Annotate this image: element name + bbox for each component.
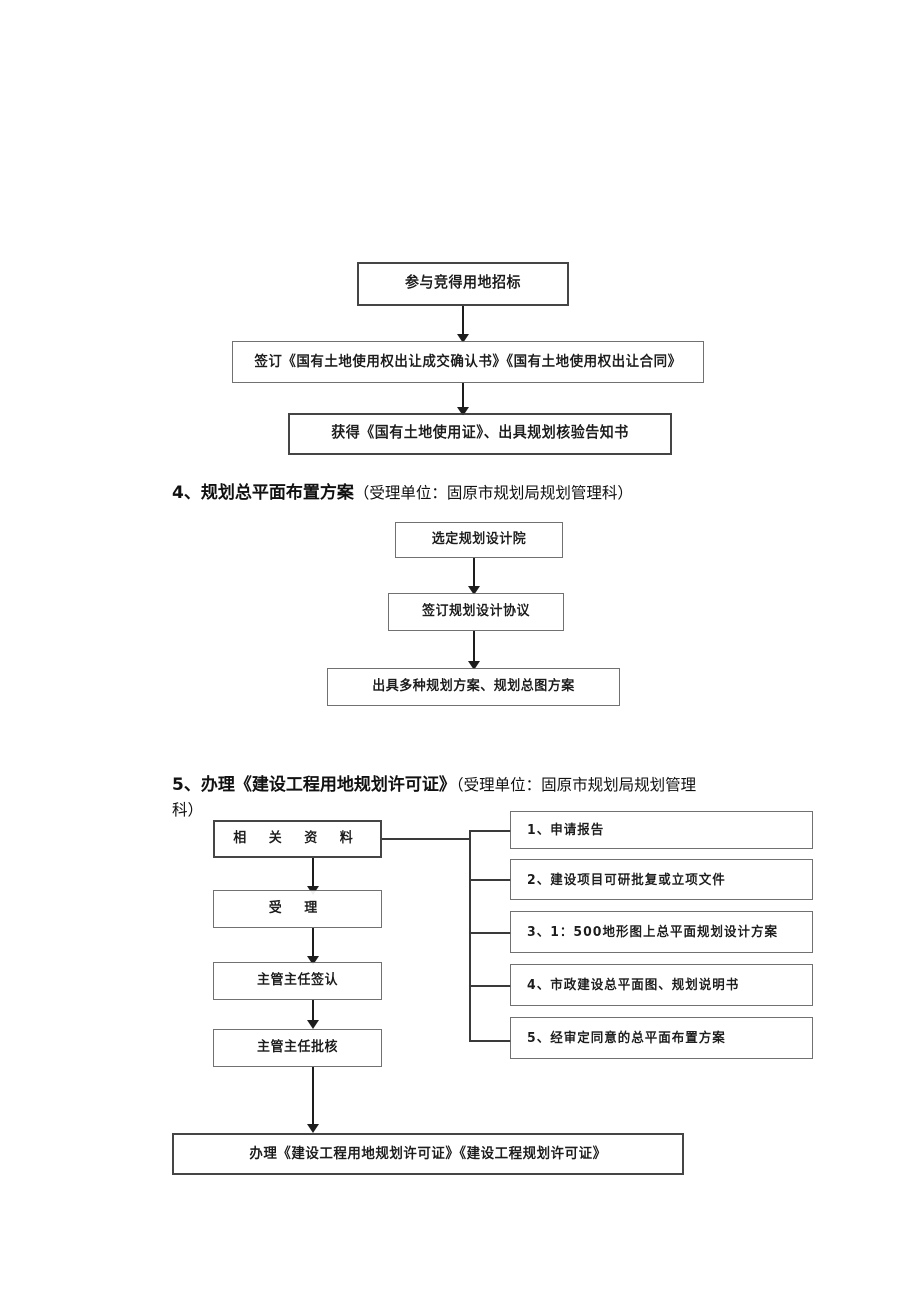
section-5-authority-line2: 科）	[172, 801, 204, 819]
flow-box-acceptance: 受 理	[213, 890, 382, 928]
connector-line	[473, 631, 475, 668]
connector-line	[312, 1067, 314, 1129]
connector-line	[312, 858, 314, 892]
section-5-title-document: 《建设工程用地规划许可证》	[234, 775, 456, 795]
material-item-3: 3、1：500地形图上总平面规划设计方案	[510, 911, 813, 953]
connector-arrow	[307, 956, 319, 965]
connector-arrow	[468, 661, 480, 670]
flow-box-director-approve: 主管主任批核	[213, 1029, 382, 1067]
connector-line	[469, 985, 511, 987]
flow-box-related-materials: 相 关 资 料	[213, 820, 382, 858]
connector-line	[469, 932, 511, 934]
connector-line	[462, 383, 464, 413]
flow-box-output-plan-schemes: 出具多种规划方案、规划总图方案	[327, 668, 620, 706]
connector-arrow	[307, 1020, 319, 1029]
connector-line	[469, 830, 511, 832]
connector-arrow	[307, 1124, 319, 1133]
connector-line	[312, 928, 314, 962]
connector-arrow	[468, 586, 480, 595]
connector-line	[469, 1040, 511, 1042]
connector-line	[312, 1000, 314, 1026]
section-4-number: 4、	[172, 483, 201, 503]
section-4-title: 规划总平面布置方案	[200, 483, 354, 503]
section-5-heading: 5、办理《建设工程用地规划许可证》（受理单位：固原市规划局规划管理	[172, 770, 696, 795]
connector-arrow	[457, 407, 469, 416]
connector-line	[473, 558, 475, 592]
flow-box-director-sign: 主管主任签认	[213, 962, 382, 1000]
materials-bracket	[469, 830, 471, 1042]
connector-line	[462, 306, 464, 340]
section-5-authority-line1: （受理单位：固原市规划局规划管理	[455, 776, 697, 794]
material-item-1: 1、申请报告	[510, 811, 813, 849]
material-item-5: 5、经审定同意的总平面布置方案	[510, 1017, 813, 1059]
section-4-authority: （受理单位：固原市规划局规划管理科）	[353, 484, 633, 502]
flow-box-select-design-institute: 选定规划设计院	[395, 522, 563, 558]
connector-line	[382, 838, 470, 840]
material-item-2: 2、建设项目可研批复或立项文件	[510, 859, 813, 900]
flow-box-final-permit: 办理《建设工程用地规划许可证》《建设工程规划许可证》	[172, 1133, 684, 1175]
flow-box-obtain-certificate: 获得《国有土地使用证》、出具规划核验告知书	[288, 413, 672, 455]
connector-line	[469, 879, 511, 881]
flow-box-bidding-participate: 参与竞得用地招标	[357, 262, 569, 306]
section-4-heading: 4、规划总平面布置方案（受理单位：固原市规划局规划管理科）	[172, 478, 633, 503]
connector-arrow	[457, 334, 469, 343]
section-5-title-prefix: 办理	[200, 775, 235, 795]
flow-box-sign-contract: 签订《国有土地使用权出让成交确认书》《国有土地使用权出让合同》	[232, 341, 704, 383]
flow-box-sign-design-agreement: 签订规划设计协议	[388, 593, 564, 631]
material-item-4: 4、市政建设总平面图、规划说明书	[510, 964, 813, 1006]
section-5-number: 5、	[172, 775, 201, 795]
